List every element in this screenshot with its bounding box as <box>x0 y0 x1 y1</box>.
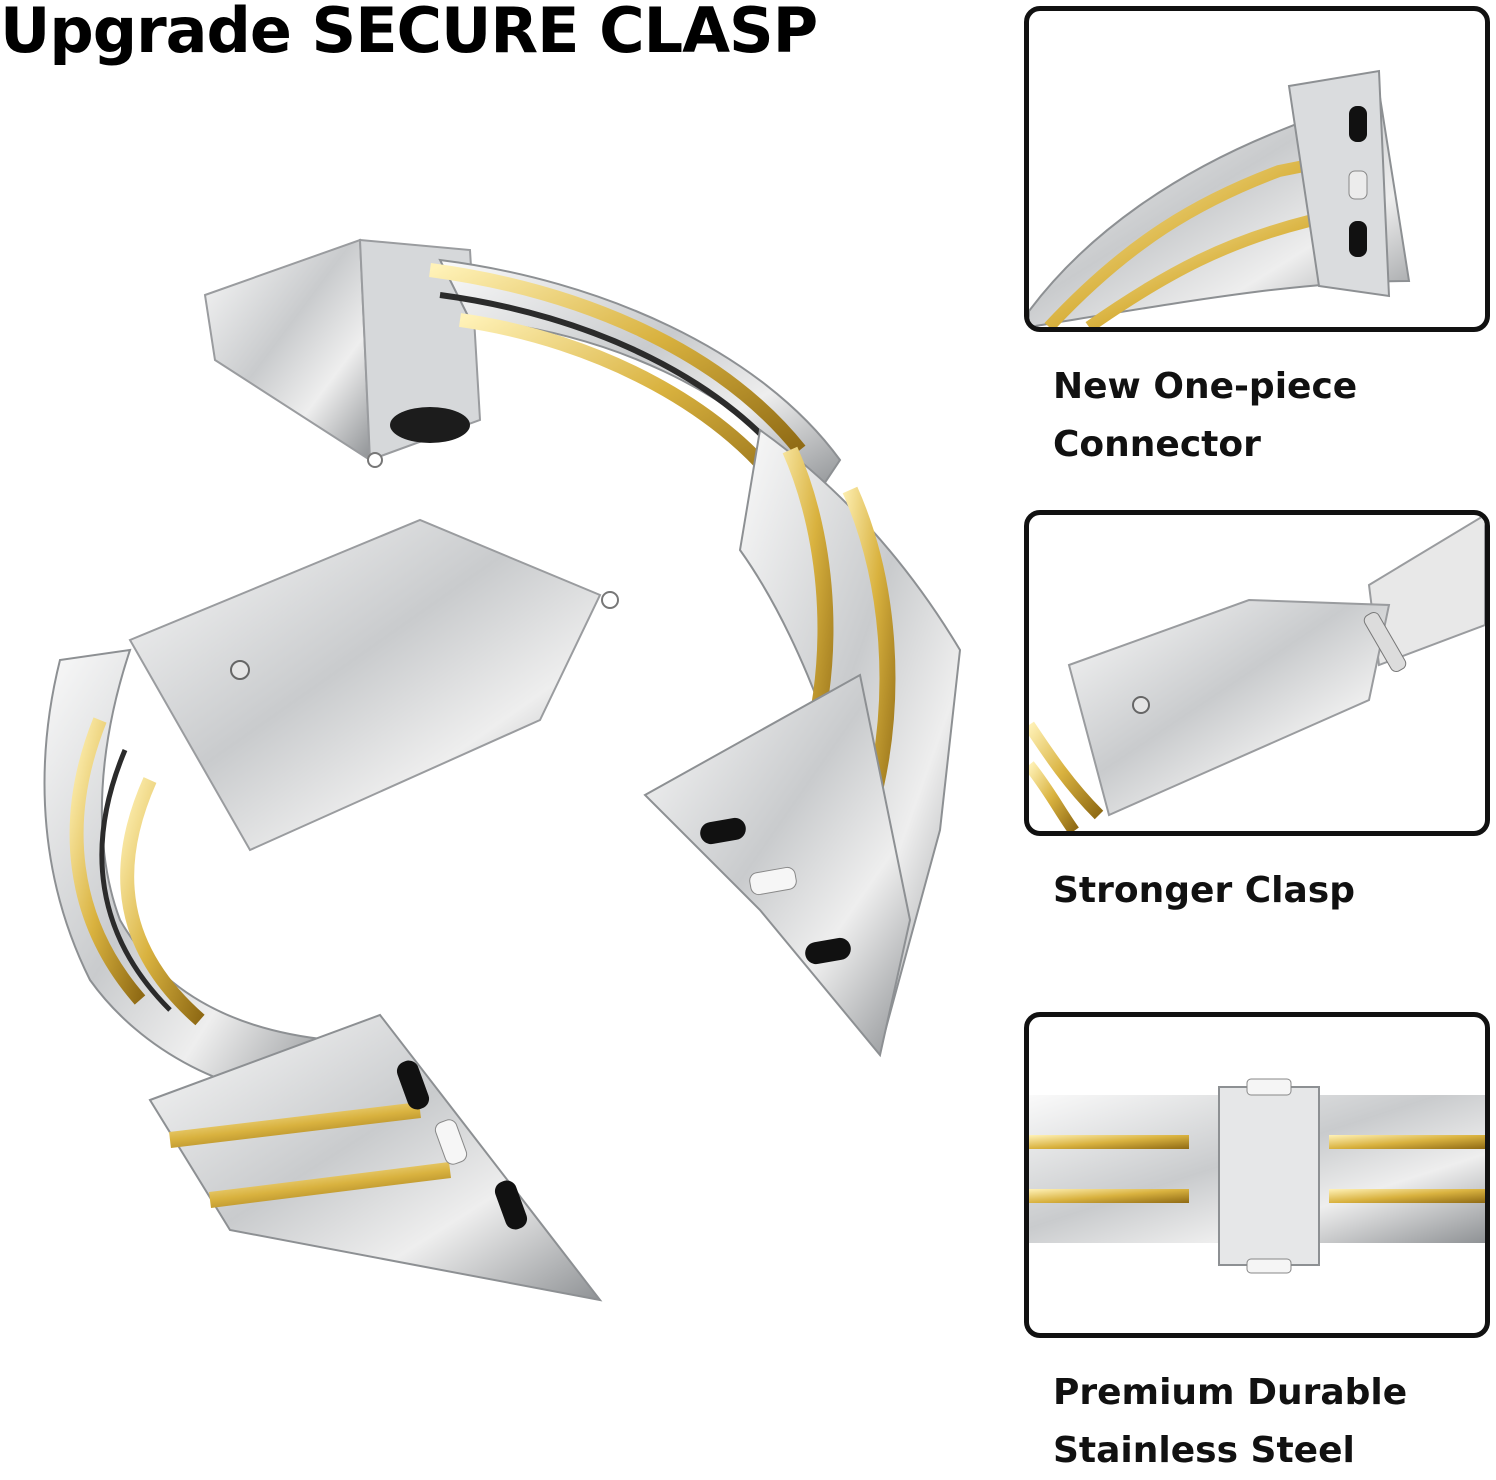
lower-clasp-blade <box>128 518 619 852</box>
caption-line: Premium Durable <box>1053 1372 1408 1413</box>
clasp-closeup-panel <box>1024 510 1490 836</box>
caption-line: Connector <box>1053 424 1261 465</box>
caption-line: New One-piece <box>1053 366 1358 407</box>
page-title: Upgrade SECURE CLASP <box>0 0 818 67</box>
stainless-steel-closeup-image <box>1029 1078 1485 1274</box>
caption-line: Stronger Clasp <box>1053 870 1355 911</box>
connector-closeup-panel <box>1024 6 1490 332</box>
caption-stainless-steel: Premium Durable Stainless Steel <box>1053 1364 1483 1480</box>
caption-stronger-clasp: Stronger Clasp <box>1053 862 1483 920</box>
caption-one-piece-connector: New One-piece Connector <box>1053 358 1483 474</box>
stainless-steel-closeup-panel <box>1024 1012 1490 1338</box>
right-band <box>643 428 962 1058</box>
caption-line: Stainless Steel <box>1053 1430 1355 1471</box>
clasp-closeup-image <box>1029 515 1485 831</box>
connector-closeup-image <box>1029 69 1411 327</box>
lower-band-end <box>148 1013 603 1302</box>
watch-band-illustration <box>43 238 962 1302</box>
